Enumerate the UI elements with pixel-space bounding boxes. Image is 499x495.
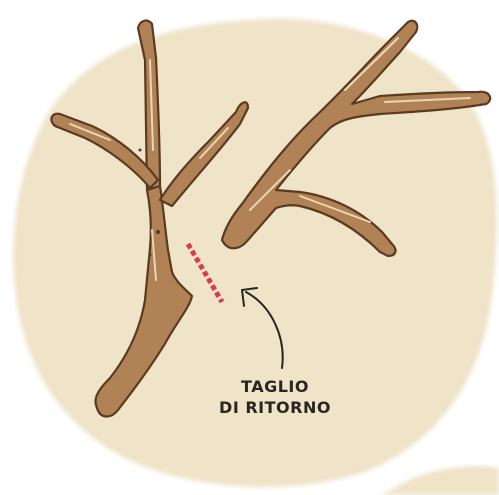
cut-label-line2: DI RITORNO (205, 397, 345, 418)
cut-label-line1: TAGLIO (205, 376, 345, 397)
background-blob-corner (380, 466, 499, 495)
cut-label: TAGLIO DI RITORNO (205, 376, 345, 418)
